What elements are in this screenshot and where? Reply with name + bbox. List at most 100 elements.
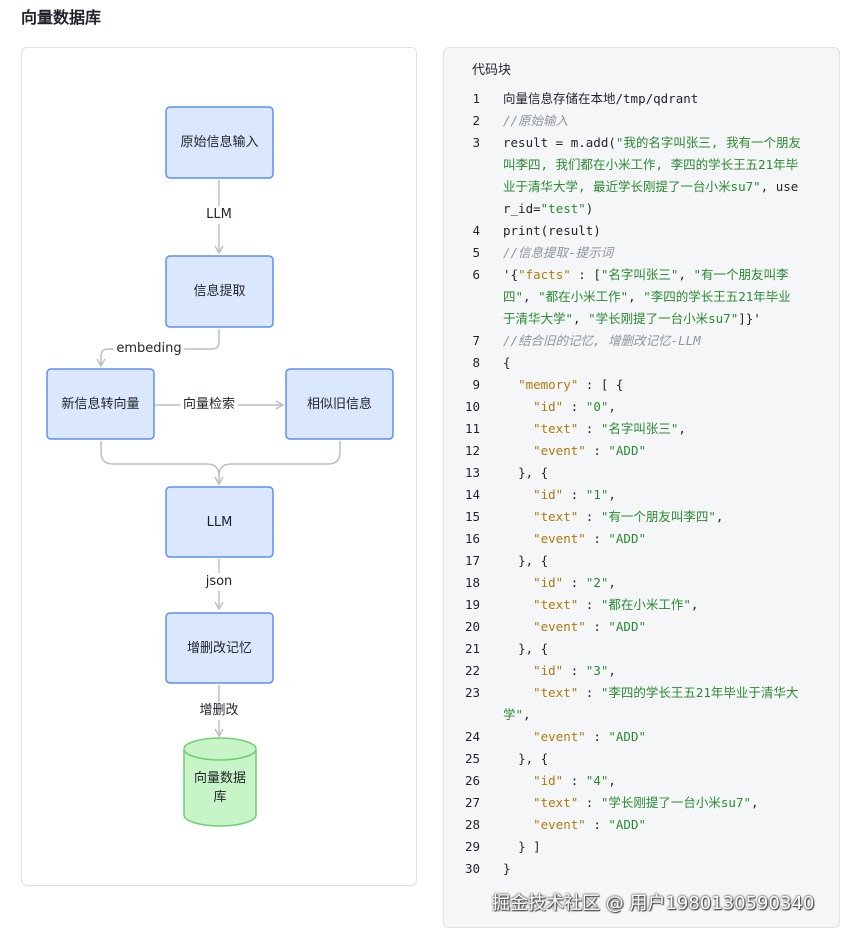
code-token: : bbox=[585, 619, 609, 634]
code-token: }, { bbox=[503, 751, 549, 766]
code-token: : bbox=[563, 663, 586, 678]
code-token: "1" bbox=[585, 487, 609, 502]
code-text: //结合旧的记忆, 增删改记忆-LLM bbox=[503, 330, 803, 352]
code-token: "id" bbox=[533, 773, 564, 788]
code-token bbox=[503, 531, 533, 546]
code-token bbox=[503, 575, 533, 590]
code-token: "学长刚提了一台小米su7" bbox=[600, 795, 751, 810]
code-text: "event" : "ADD" bbox=[503, 616, 803, 638]
code-token: "ADD" bbox=[608, 619, 647, 634]
code-token bbox=[503, 509, 533, 524]
code-token: : bbox=[563, 773, 586, 788]
code-token: "text" bbox=[533, 509, 579, 524]
code-text: "event" : "ADD" bbox=[503, 528, 803, 550]
code-token: } bbox=[503, 861, 511, 876]
code-line: 11 "text" : "名字叫张三", bbox=[444, 418, 839, 440]
code-text: "id" : "3", bbox=[503, 660, 803, 682]
code-token: , bbox=[628, 289, 644, 304]
node-vectorize bbox=[46, 368, 155, 440]
code-text: }, { bbox=[503, 638, 803, 660]
code-text: }, { bbox=[503, 550, 803, 572]
code-line: 29 } ] bbox=[444, 836, 839, 858]
line-number: 3 bbox=[472, 135, 480, 150]
code-token bbox=[503, 487, 533, 502]
code-token: { bbox=[503, 355, 511, 370]
code-token: }, { bbox=[503, 641, 549, 656]
page-title: 向量数据库 bbox=[21, 8, 102, 27]
code-token: "李四的学长王五21年毕业于清华大学" bbox=[503, 289, 791, 326]
code-token: : bbox=[563, 487, 586, 502]
line-number: 22 bbox=[464, 663, 480, 678]
code-text: "id" : "4", bbox=[503, 770, 803, 792]
edge-label-embeding: embeding bbox=[113, 340, 185, 358]
code-token: "event" bbox=[533, 619, 586, 634]
code-line: 19 "text" : "都在小米工作", bbox=[444, 594, 839, 616]
code-token: "学长刚提了一台小米su7" bbox=[588, 311, 739, 326]
line-number: 6 bbox=[472, 267, 480, 282]
code-line: 21 }, { bbox=[444, 638, 839, 660]
code-token bbox=[503, 663, 533, 678]
code-line: 18 "id" : "2", bbox=[444, 572, 839, 594]
code-token bbox=[503, 443, 533, 458]
code-token: "名字叫张三" bbox=[600, 421, 679, 436]
code-text: "id" : "1", bbox=[503, 484, 803, 506]
code-token: "event" bbox=[533, 729, 586, 744]
code-line: 14 "id" : "1", bbox=[444, 484, 839, 506]
code-line: 30} bbox=[444, 858, 839, 880]
code-line: 6'{"facts" : ["名字叫张三", "有一个朋友叫李四", "都在小米… bbox=[444, 264, 839, 330]
node-database bbox=[183, 737, 257, 827]
flow-diagram: 原始信息输入 信息提取 新信息转向量 相似旧信息 LLM 增删改记忆 向量数据库… bbox=[21, 47, 417, 886]
code-token: "都在小米工作" bbox=[538, 289, 629, 304]
code-token bbox=[503, 399, 533, 414]
code-token: print(result) bbox=[503, 223, 601, 238]
code-token: "facts" bbox=[518, 267, 571, 282]
node-extract-label: 信息提取 bbox=[193, 284, 246, 299]
code-token: , bbox=[608, 575, 616, 590]
code-token bbox=[503, 773, 533, 788]
code-token: , bbox=[690, 597, 699, 612]
diagram-connectors bbox=[46, 106, 394, 827]
code-token bbox=[503, 685, 533, 700]
code-text: "text" : "名字叫张三", bbox=[503, 418, 803, 440]
code-line: 23 "text" : "李四的学长王五21年毕业于清华大学", bbox=[444, 682, 839, 726]
code-token: //原始输入 bbox=[503, 113, 569, 128]
code-text: } bbox=[503, 858, 803, 880]
line-number: 7 bbox=[472, 333, 480, 348]
edge-label-llm: LLM bbox=[203, 206, 235, 224]
code-token: //信息提取-提示词 bbox=[503, 245, 614, 260]
line-number: 17 bbox=[464, 553, 480, 568]
line-number: 30 bbox=[464, 861, 480, 876]
source-watermark: 掘金技术社区 @ 用户1980130590340 bbox=[492, 893, 815, 914]
code-token: : bbox=[578, 685, 601, 700]
line-number: 23 bbox=[464, 685, 480, 700]
code-text: result = m.add("我的名字叫张三, 我有一个朋友叫李四, 我们都在… bbox=[503, 132, 803, 220]
edge-label-crud: 增删改 bbox=[196, 702, 242, 720]
code-text: "event" : "ADD" bbox=[503, 726, 803, 748]
code-text: //原始输入 bbox=[503, 110, 803, 132]
code-line: 16 "event" : "ADD" bbox=[444, 528, 839, 550]
line-number: 10 bbox=[464, 399, 480, 414]
line-number: 8 bbox=[472, 355, 480, 370]
code-token: ]}' bbox=[738, 311, 761, 326]
line-number: 12 bbox=[464, 443, 480, 458]
edge-merge-left bbox=[100, 441, 224, 486]
node-vectorize-label: 新信息转向量 bbox=[61, 396, 140, 412]
code-line: 28 "event" : "ADD" bbox=[444, 814, 839, 836]
code-token: ) bbox=[585, 201, 594, 216]
code-line: 20 "event" : "ADD" bbox=[444, 616, 839, 638]
code-token bbox=[503, 795, 533, 810]
code-token: '{ bbox=[503, 267, 519, 282]
code-line: 17 }, { bbox=[444, 550, 839, 572]
code-token: "event" bbox=[533, 817, 586, 832]
code-line: 15 "text" : "有一个朋友叫李四", bbox=[444, 506, 839, 528]
code-token: "ADD" bbox=[608, 729, 647, 744]
line-number: 18 bbox=[464, 575, 480, 590]
code-token: "id" bbox=[533, 575, 564, 590]
code-token: : bbox=[578, 795, 601, 810]
edge-merge-right bbox=[218, 441, 341, 477]
line-number: 29 bbox=[464, 839, 480, 854]
line-number: 1 bbox=[472, 91, 480, 106]
node-extract bbox=[165, 255, 274, 328]
